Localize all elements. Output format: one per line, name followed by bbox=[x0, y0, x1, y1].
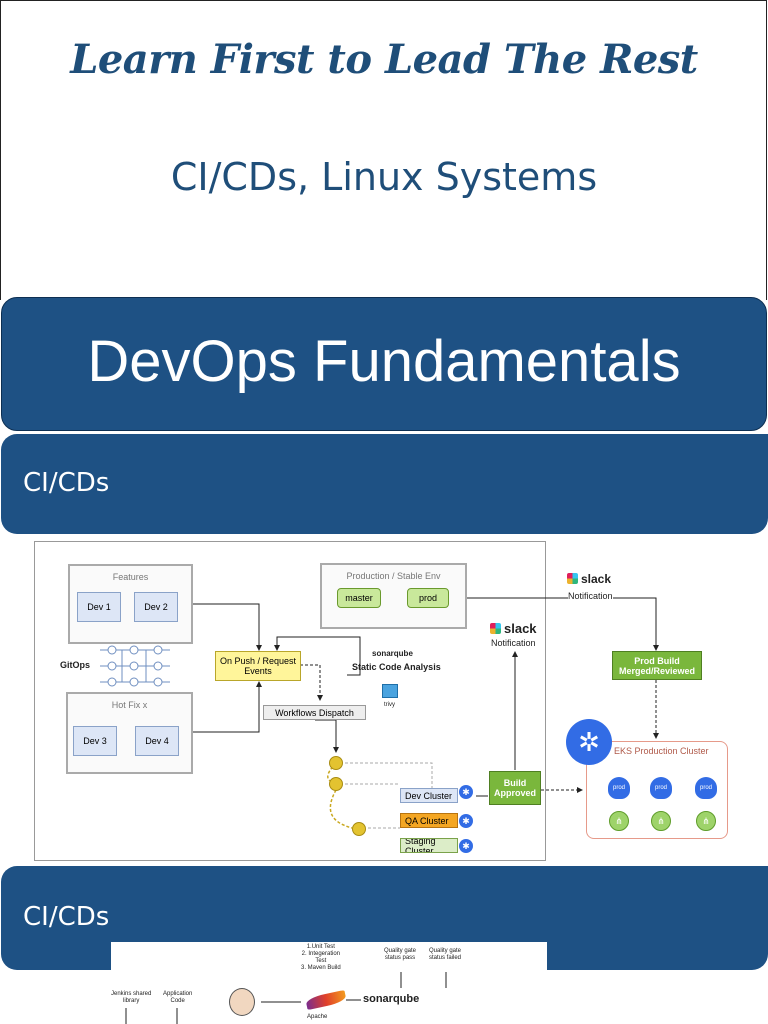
slack-icon bbox=[567, 573, 578, 584]
test-steps-label: 1.Unit Test 2. Integeration Test 3. Mave… bbox=[301, 944, 341, 971]
master-branch: master bbox=[337, 588, 381, 608]
header-frame bbox=[0, 0, 767, 300]
prod-build-node: Prod Build Merged/Reviewed bbox=[612, 651, 702, 680]
banner-title: DevOps Fundamentals bbox=[87, 329, 681, 394]
sonarqube-logo: sonarqube bbox=[363, 993, 420, 1005]
prod-pod-icon: prod bbox=[650, 777, 672, 799]
slack-text: slack bbox=[581, 572, 612, 586]
pipeline-stage-dot bbox=[352, 822, 366, 836]
apache-label: Apache bbox=[307, 1014, 328, 1020]
prod-pod-icon: prod bbox=[695, 777, 717, 799]
prod-pod-icon: prod bbox=[608, 777, 630, 799]
trivy-label: trivy bbox=[384, 702, 395, 708]
kubernetes-icon: ✱ bbox=[459, 785, 473, 799]
kubernetes-icon: ✱ bbox=[459, 839, 473, 853]
dev4-node: Dev 4 bbox=[135, 726, 179, 756]
slack-icon bbox=[490, 623, 501, 634]
pipeline-connectors bbox=[125, 972, 447, 1024]
eks-cluster-title: EKS Production Cluster bbox=[614, 746, 709, 756]
workflows-dispatch: Workflows Dispatch bbox=[263, 705, 366, 720]
static-analysis-label: Static Code Analysis bbox=[352, 662, 441, 672]
service-icon: ⋔ bbox=[696, 811, 716, 831]
kubernetes-icon: ✱ bbox=[459, 814, 473, 828]
gate-fail-label: Quality gate status failed bbox=[429, 948, 462, 961]
slack-logo: slack bbox=[490, 621, 537, 636]
hotfix-title: Hot Fix x bbox=[111, 700, 148, 710]
staging-cluster: Staging Cluster bbox=[400, 838, 458, 853]
service-icon: ⋔ bbox=[609, 811, 629, 831]
gate-pass-label: Quality gate status pass bbox=[384, 948, 417, 961]
notification-label: Notification bbox=[568, 591, 613, 601]
jenkins-lib-label: Jenkins shared library bbox=[111, 991, 152, 1004]
subtitle: CI/CDs, Linux Systems bbox=[170, 155, 598, 199]
section-title: CI/CDs bbox=[23, 468, 110, 498]
kubernetes-logo-icon: ✲ bbox=[566, 719, 612, 765]
qa-cluster: QA Cluster bbox=[400, 813, 458, 828]
notification-label: Notification bbox=[491, 638, 536, 648]
gitops-network-icon bbox=[100, 645, 170, 687]
dev1-node: Dev 1 bbox=[77, 592, 121, 622]
dev2-node: Dev 2 bbox=[134, 592, 178, 622]
section-title: CI/CDs bbox=[23, 902, 110, 932]
tagline: Learn First to Lead The Rest bbox=[70, 36, 698, 83]
jenkins-icon bbox=[229, 988, 255, 1016]
on-push-events: On Push / Request Events bbox=[215, 651, 301, 681]
slack-logo: slack bbox=[567, 572, 611, 586]
prod-env-title: Production / Stable Env bbox=[346, 571, 441, 581]
section-header: CI/CDs bbox=[1, 434, 768, 534]
pipeline-stage-dot bbox=[329, 777, 343, 791]
trivy-icon bbox=[382, 684, 398, 698]
sonarqube-logo: sonarqube bbox=[372, 649, 413, 658]
jenkins-pipeline-diagram: 1.Unit Test 2. Integeration Test 3. Mave… bbox=[111, 942, 547, 1024]
features-title: Features bbox=[112, 572, 149, 582]
pipeline-stage-dot bbox=[329, 756, 343, 770]
service-icon: ⋔ bbox=[651, 811, 671, 831]
build-approved-node: Build Approved bbox=[489, 771, 541, 805]
dev3-node: Dev 3 bbox=[73, 726, 117, 756]
dev-cluster: Dev Cluster bbox=[400, 788, 458, 803]
gitops-label: GitOps bbox=[60, 660, 91, 670]
slack-text: slack bbox=[504, 621, 537, 636]
prod-branch: prod bbox=[407, 588, 449, 608]
app-code-label: Application Code bbox=[163, 991, 193, 1004]
title-banner: DevOps Fundamentals bbox=[1, 297, 767, 431]
